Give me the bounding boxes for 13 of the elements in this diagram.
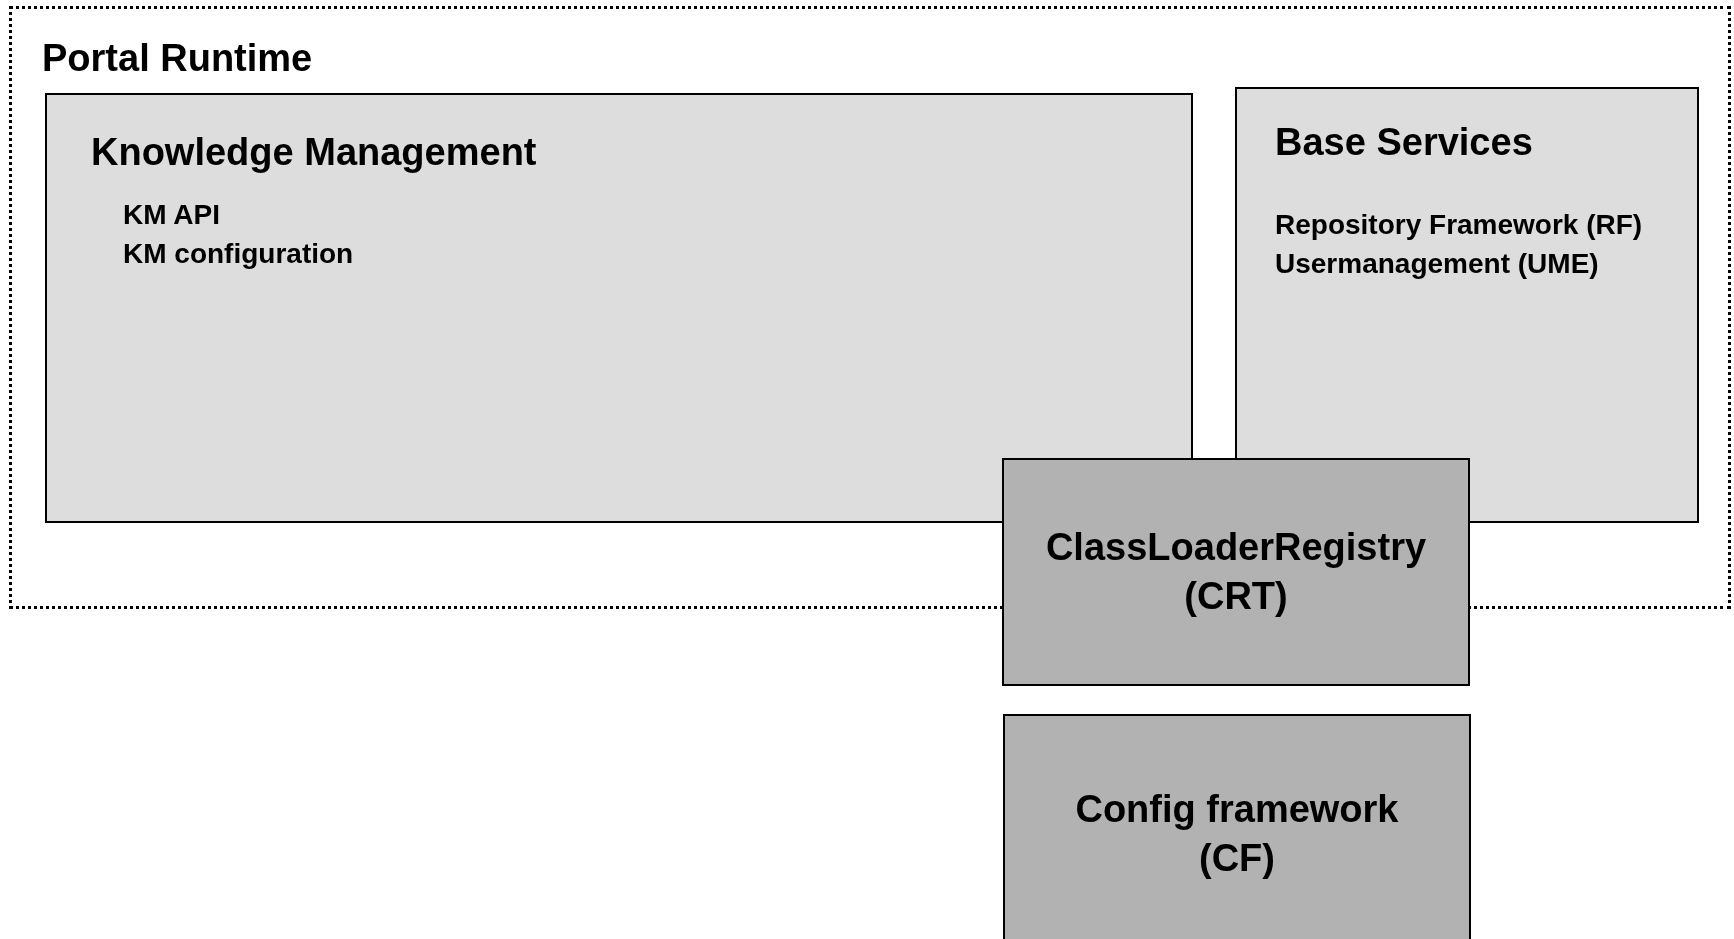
heading: Base Services xyxy=(1275,121,1533,164)
heading: ClassLoaderRegistry (CRT) xyxy=(1044,524,1428,619)
heading: Knowledge Management xyxy=(91,131,537,174)
list-item: KM configuration xyxy=(123,238,354,270)
heading: Config framework (CF) xyxy=(1074,786,1400,881)
component-panel xyxy=(45,93,1193,523)
component-box xyxy=(1003,714,1471,939)
component-panel xyxy=(1235,87,1699,523)
heading: Portal Runtime xyxy=(42,37,313,80)
list-item: Usermanagement (UME) xyxy=(1275,248,1599,280)
list-item: KM API xyxy=(123,199,220,231)
component-box xyxy=(1002,458,1470,686)
list-item: Repository Framework (RF) xyxy=(1275,209,1643,241)
